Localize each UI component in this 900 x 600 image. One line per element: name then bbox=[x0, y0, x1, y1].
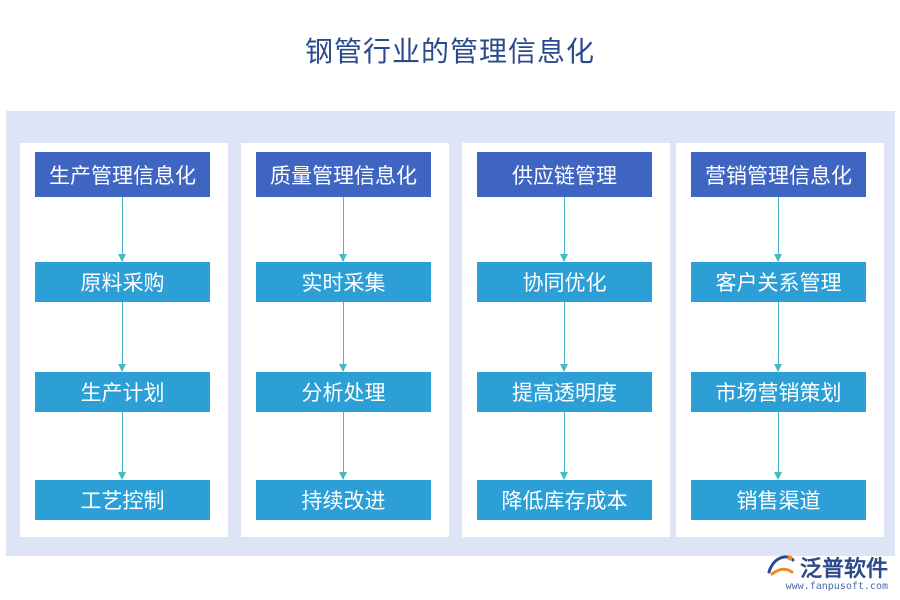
step-box: 协同优化 bbox=[477, 262, 652, 302]
step-box: 持续改进 bbox=[256, 480, 431, 520]
flow-arrow bbox=[774, 412, 782, 480]
step-box: 市场营销策划 bbox=[691, 372, 866, 412]
column-production: 生产管理信息化 原料采购 生产计划 工艺控制 bbox=[20, 143, 228, 537]
page-title: 钢管行业的管理信息化 bbox=[304, 35, 595, 68]
flow-arrow bbox=[118, 197, 126, 262]
column-header: 供应链管理 bbox=[477, 152, 652, 197]
flow-arrow bbox=[339, 302, 347, 372]
flow-arrow bbox=[560, 197, 568, 262]
fanpu-logo-icon bbox=[766, 552, 796, 582]
flow-arrow bbox=[560, 302, 568, 372]
step-box: 工艺控制 bbox=[35, 480, 210, 520]
step-box: 降低库存成本 bbox=[477, 480, 652, 520]
step-box: 原料采购 bbox=[35, 262, 210, 302]
logo-name: 泛普软件 bbox=[799, 557, 888, 582]
brand-logo: 泛普软件 www.fanpusoft.com bbox=[766, 551, 888, 592]
step-box: 提高透明度 bbox=[477, 372, 652, 412]
logo-url: www.fanpusoft.com bbox=[785, 581, 888, 592]
step-box: 实时采集 bbox=[256, 262, 431, 302]
column-header: 质量管理信息化 bbox=[256, 152, 431, 197]
flow-arrow bbox=[560, 412, 568, 480]
column-header: 营销管理信息化 bbox=[691, 152, 866, 197]
flow-arrow bbox=[339, 412, 347, 480]
flow-arrow bbox=[774, 197, 782, 262]
step-box: 客户关系管理 bbox=[691, 262, 866, 302]
column-marketing: 营销管理信息化 客户关系管理 市场营销策划 销售渠道 bbox=[676, 143, 884, 537]
step-box: 分析处理 bbox=[256, 372, 431, 412]
flow-arrow bbox=[118, 412, 126, 480]
column-supply-chain: 供应链管理 协同优化 提高透明度 降低库存成本 bbox=[462, 143, 670, 537]
flow-arrow bbox=[774, 302, 782, 372]
column-quality: 质量管理信息化 实时采集 分析处理 持续改进 bbox=[241, 143, 449, 537]
step-box: 生产计划 bbox=[35, 372, 210, 412]
column-header: 生产管理信息化 bbox=[35, 152, 210, 197]
step-box: 销售渠道 bbox=[691, 480, 866, 520]
flow-arrow bbox=[339, 197, 347, 262]
flow-arrow bbox=[118, 302, 126, 372]
